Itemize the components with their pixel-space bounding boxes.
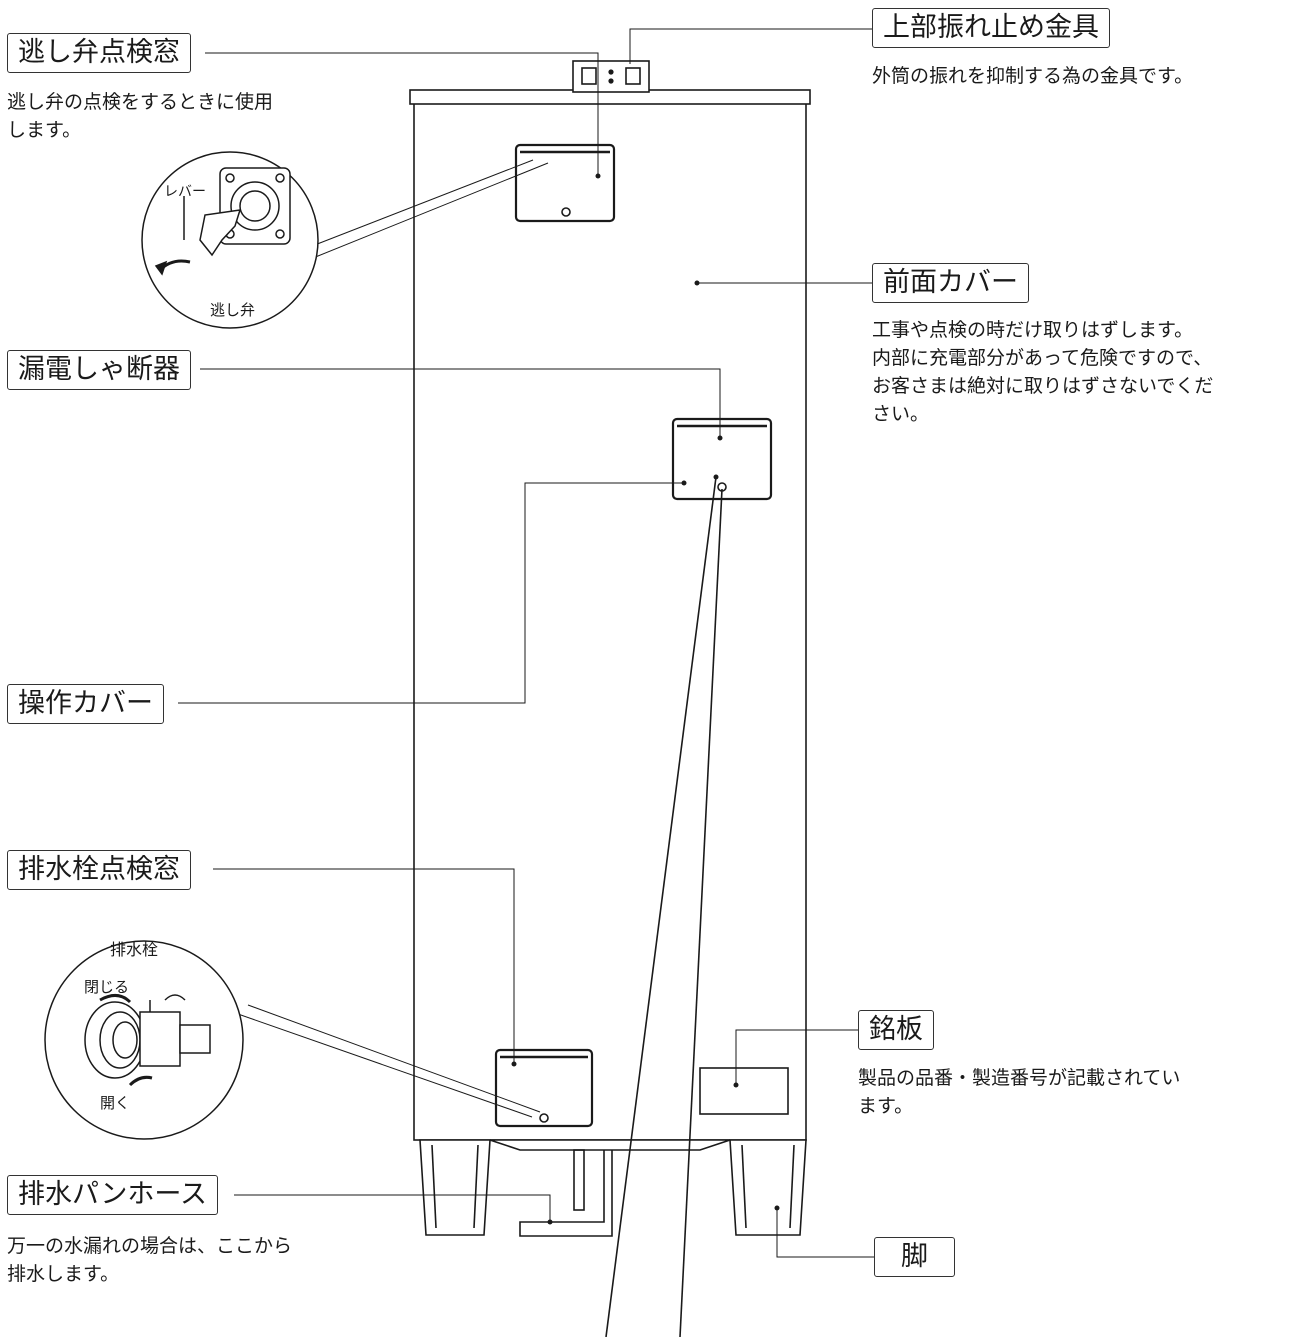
nameplate-label: 銘板: [858, 1010, 934, 1050]
relief-valve-inset-label: 逃し弁: [210, 301, 255, 319]
drain-window-label: 排水栓点検窓: [7, 850, 191, 890]
nameplate-part: [699, 1067, 789, 1115]
front-cover-label: 前面カバー: [872, 263, 1029, 303]
lever-label: レバー: [164, 184, 206, 200]
relief-valve-window-desc: 逃し弁の点検をするときに使用 します。: [7, 91, 274, 141]
breaker-label: 漏電しゃ断器: [7, 350, 191, 390]
legs-part: [419, 1139, 807, 1236]
close-label: 閉じる: [84, 978, 129, 996]
top-bracket-desc: 外筒の振れを抑制する為の金具です。: [872, 65, 1194, 87]
control-cover-label: 操作カバー: [7, 684, 164, 724]
drain-plug-inset-title: 排水栓: [110, 940, 158, 959]
relief-valve-window-label: 逃し弁点検窓: [7, 33, 191, 73]
open-label: 開く: [100, 1094, 130, 1112]
nameplate-desc: 製品の品番・製造番号が記載されてい ます。: [858, 1067, 1181, 1117]
top-bracket-part: [572, 60, 650, 93]
drain-pan-hose-part: [489, 1139, 731, 1237]
leg-label: 脚: [874, 1237, 955, 1277]
front-cover-desc: 工事や点検の時だけ取りはずします。 内部に充電部分があって危険ですので、 お客さ…: [872, 319, 1214, 425]
relief-valve-inset: [141, 151, 319, 329]
relief-valve-window-part: [514, 143, 616, 223]
drain-window-part: [494, 1048, 594, 1128]
drain-hose-label: 排水パンホース: [7, 1175, 218, 1215]
breaker-window-part: [671, 417, 773, 501]
top-bracket-label: 上部振れ止め金具: [872, 8, 1110, 48]
drain-hose-desc: 万一の水漏れの場合は、ここから 排水します。: [7, 1235, 293, 1285]
heater-cabinet: [413, 99, 807, 1141]
drain-plug-inset: [44, 940, 244, 1140]
